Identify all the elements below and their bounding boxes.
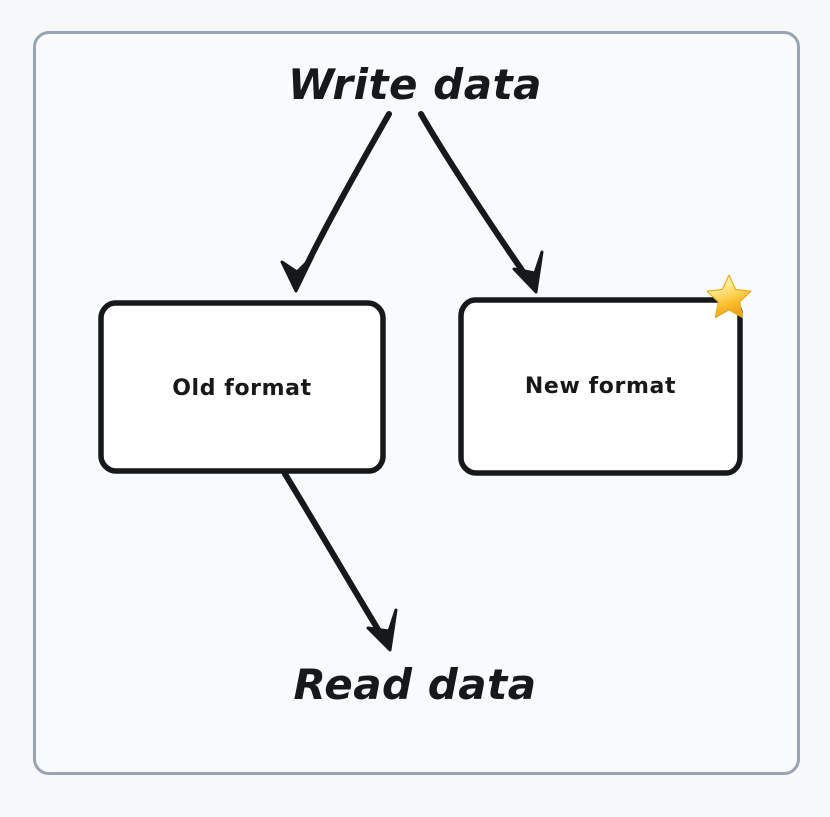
write-data-title: Write data [288, 60, 542, 109]
old-format-label: Old format [172, 376, 312, 401]
star-icon [706, 274, 752, 319]
new-format-label: New format [524, 374, 677, 399]
read-data-title: Read data [293, 660, 537, 709]
